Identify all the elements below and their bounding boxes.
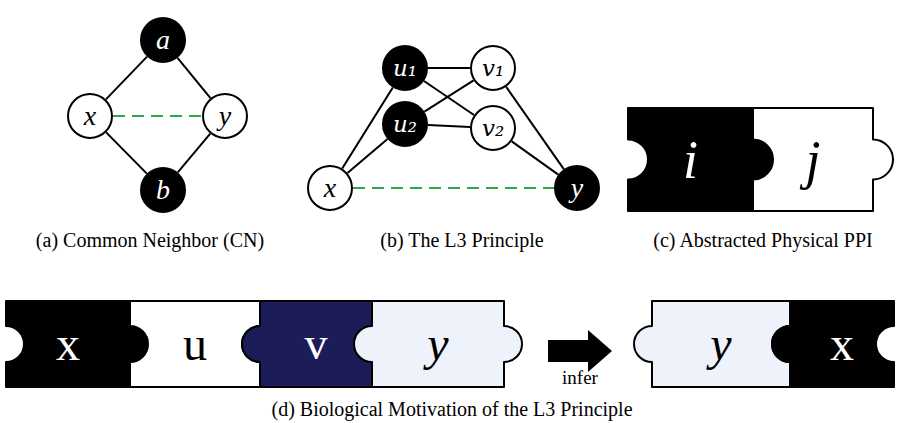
node-label: u₁ xyxy=(393,57,417,80)
graph-node: u₁ xyxy=(382,45,428,91)
node-label: v₁ xyxy=(482,57,504,80)
graph-node: u₂ xyxy=(382,101,428,147)
puzzle-piece: y xyxy=(652,300,790,388)
puzzle-piece: u xyxy=(130,300,260,388)
graph-node: x xyxy=(67,93,113,139)
node-text-wrap: a xyxy=(140,17,186,63)
node-label: i xyxy=(683,133,698,187)
node-text-wrap: y xyxy=(554,165,600,211)
node-label: x xyxy=(56,320,80,368)
node-text-wrap: x xyxy=(307,165,353,211)
node-label: x xyxy=(324,174,336,202)
piece-shape xyxy=(753,108,893,211)
node-label: u₂ xyxy=(393,113,417,136)
node-label: x xyxy=(84,102,96,130)
node-text-wrap: j xyxy=(753,107,873,212)
graph-edge xyxy=(106,57,147,100)
puzzle-piece: j xyxy=(753,107,873,212)
node-text-wrap: y xyxy=(372,300,504,388)
puzzle-piece: x xyxy=(6,300,130,388)
node-label: v xyxy=(305,321,328,367)
piece-shape xyxy=(634,301,790,387)
node-circle-shape xyxy=(471,46,515,90)
graph-node: b xyxy=(140,167,186,213)
node-text-wrap: v₁ xyxy=(470,45,516,91)
puzzle-piece: i xyxy=(628,107,753,212)
predicted-link xyxy=(353,187,554,189)
node-text-wrap: x xyxy=(6,300,130,388)
node-label: u xyxy=(183,320,207,368)
node-circle-shape xyxy=(383,102,427,146)
graph-edge xyxy=(428,67,470,69)
node-text-wrap: x xyxy=(790,300,894,388)
node-text-wrap: i xyxy=(628,107,753,212)
node-label: a xyxy=(156,26,170,54)
node-text-wrap: u₁ xyxy=(382,45,428,91)
graph-node: y xyxy=(554,165,600,211)
graph-node: a xyxy=(140,17,186,63)
node-label: b xyxy=(156,176,170,204)
node-circle-shape xyxy=(141,168,185,212)
graph-edge xyxy=(178,58,211,98)
node-circle-shape xyxy=(68,94,112,138)
node-label: j xyxy=(805,133,820,187)
node-text-wrap: v₂ xyxy=(470,105,516,151)
graph-node: v₁ xyxy=(470,45,516,91)
infer-arrow xyxy=(548,330,612,372)
node-text-wrap: u xyxy=(130,300,260,388)
arrow-label: infer xyxy=(562,368,598,389)
piece-shape xyxy=(242,301,372,387)
piece-shape xyxy=(6,301,148,387)
subfigure-caption: (a) Common Neighbor (CN) xyxy=(36,229,264,251)
node-text-wrap: x xyxy=(67,93,113,139)
piece-shape xyxy=(130,301,260,387)
puzzle-piece: x xyxy=(790,300,894,388)
piece-shape xyxy=(772,301,894,387)
graph-node: v₂ xyxy=(470,105,516,151)
node-circle-shape xyxy=(555,166,599,210)
node-label: v₂ xyxy=(482,117,504,140)
subfigure-caption: (d) Biological Motivation of the L3 Prin… xyxy=(271,398,632,420)
graph-edge xyxy=(428,125,470,127)
puzzle-piece: y xyxy=(372,300,504,388)
node-label: y xyxy=(427,320,448,368)
subfigure-caption: (c) Abstracted Physical PPI xyxy=(653,229,872,251)
graph-node: y xyxy=(202,93,248,139)
node-circle-shape xyxy=(471,106,515,150)
node-label: y xyxy=(571,174,583,202)
graph-edge xyxy=(424,80,473,111)
graph-edge xyxy=(347,139,387,173)
predicted-link xyxy=(113,115,202,117)
node-text-wrap: y xyxy=(202,93,248,139)
piece-shape xyxy=(628,108,773,211)
node-circle-shape xyxy=(203,94,247,138)
graph-edge xyxy=(178,134,210,173)
piece-shape xyxy=(354,301,522,387)
node-circle-shape xyxy=(141,18,185,62)
node-label: y xyxy=(710,320,731,368)
node-text-wrap: u₂ xyxy=(382,101,428,147)
subfigure-caption: (b) The L3 Principle xyxy=(380,229,543,251)
node-label: y xyxy=(219,102,231,130)
node-circle-shape xyxy=(383,46,427,90)
graph-node: x xyxy=(307,165,353,211)
graph-edge xyxy=(106,132,147,173)
graph-edge xyxy=(424,81,474,115)
graph-edge xyxy=(512,141,559,174)
node-circle-shape xyxy=(308,166,352,210)
node-label: x xyxy=(830,320,854,368)
node-text-wrap: y xyxy=(652,300,790,388)
node-text-wrap: b xyxy=(140,167,186,213)
